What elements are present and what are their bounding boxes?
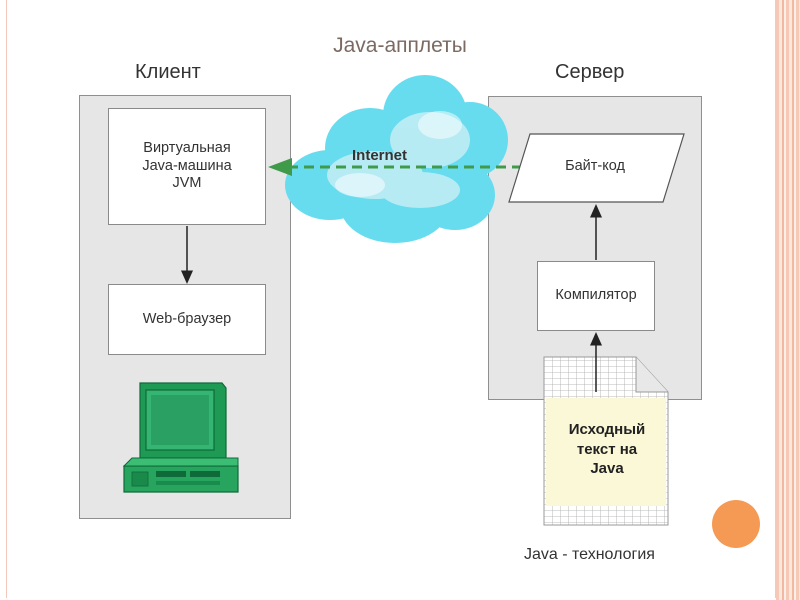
- internet-arrow: [268, 158, 522, 176]
- browser-label: Web-браузер: [142, 310, 232, 327]
- jvm-box: Виртуальная Java-машина JVM: [108, 108, 266, 225]
- decorative-dot: [712, 500, 760, 548]
- internet-label: Internet: [352, 147, 408, 164]
- compiler-box: Компилятор: [537, 261, 655, 331]
- client-heading: Клиент: [135, 61, 201, 83]
- jvm-label: Виртуальная Java-машина JVM: [142, 140, 232, 192]
- slide-frame: [6, 0, 776, 598]
- bytecode-shape: [508, 133, 685, 203]
- caption: Java - технология: [524, 546, 655, 563]
- document-icon: [543, 356, 669, 526]
- cloud-icon: [285, 75, 508, 243]
- server-heading: Сервер: [555, 61, 625, 83]
- browser-box: Web-браузер: [108, 284, 266, 355]
- compiler-label: Компилятор: [555, 287, 637, 304]
- source-label: Исходный текст на Java: [568, 421, 646, 477]
- bytecode-label: Байт-код: [565, 158, 625, 174]
- decorative-stripes: [776, 0, 800, 600]
- computer-icon: [122, 382, 239, 493]
- slide-title: Java-апплеты: [333, 34, 467, 57]
